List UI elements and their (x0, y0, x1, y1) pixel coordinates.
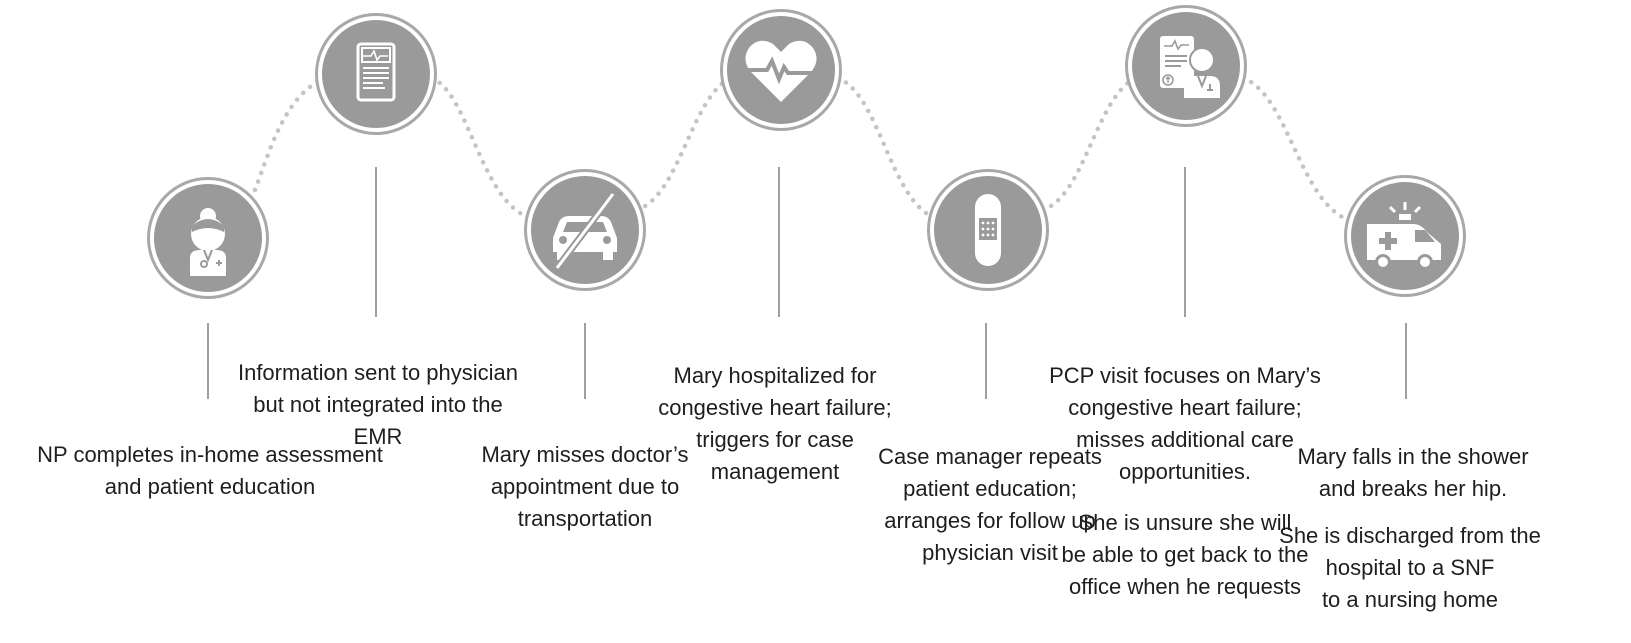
timeline-line (375, 167, 377, 317)
ambulance-icon (1367, 202, 1441, 270)
step-4-circle (723, 12, 839, 128)
step-6-note: She is unsure she will be able to get ba… (1061, 510, 1309, 599)
step-7-note: She is discharged from the hospital to a… (1279, 523, 1541, 612)
timeline-line (1405, 323, 1407, 399)
bandage-icon (975, 194, 1001, 266)
timeline-line (985, 323, 987, 399)
step-2-label: Information sent to physician but not in… (237, 360, 519, 449)
clipboard-chart-icon (356, 42, 396, 102)
timeline-line (1184, 167, 1186, 317)
nurse-icon (190, 208, 226, 276)
step-1-circle (150, 180, 266, 296)
step-4-label: Mary hospitalized for congestive heart f… (658, 363, 892, 484)
step-5-circle (930, 172, 1046, 288)
step-6-label: PCP visit focuses on Mary’s congestive h… (1049, 363, 1321, 484)
doctor-report-icon (1160, 36, 1220, 98)
step-7-label: Mary falls in the shower and breaks her … (1297, 444, 1529, 501)
step-5-label: Case manager repeats patient education; … (878, 444, 1102, 565)
step-3-circle (527, 172, 643, 288)
timeline-line (778, 167, 780, 317)
timeline-line (584, 323, 586, 399)
step-2-circle (318, 16, 434, 132)
step-6-circle (1128, 8, 1244, 124)
step-7-circle (1347, 178, 1463, 294)
heart-pulse-icon (745, 40, 817, 102)
step-3-label: Mary misses doctor’s appointment due to … (481, 442, 689, 531)
no-car-icon (553, 191, 617, 271)
timeline-line (207, 323, 209, 399)
step-1-label: NP completes in-home assessment and pati… (37, 442, 383, 499)
